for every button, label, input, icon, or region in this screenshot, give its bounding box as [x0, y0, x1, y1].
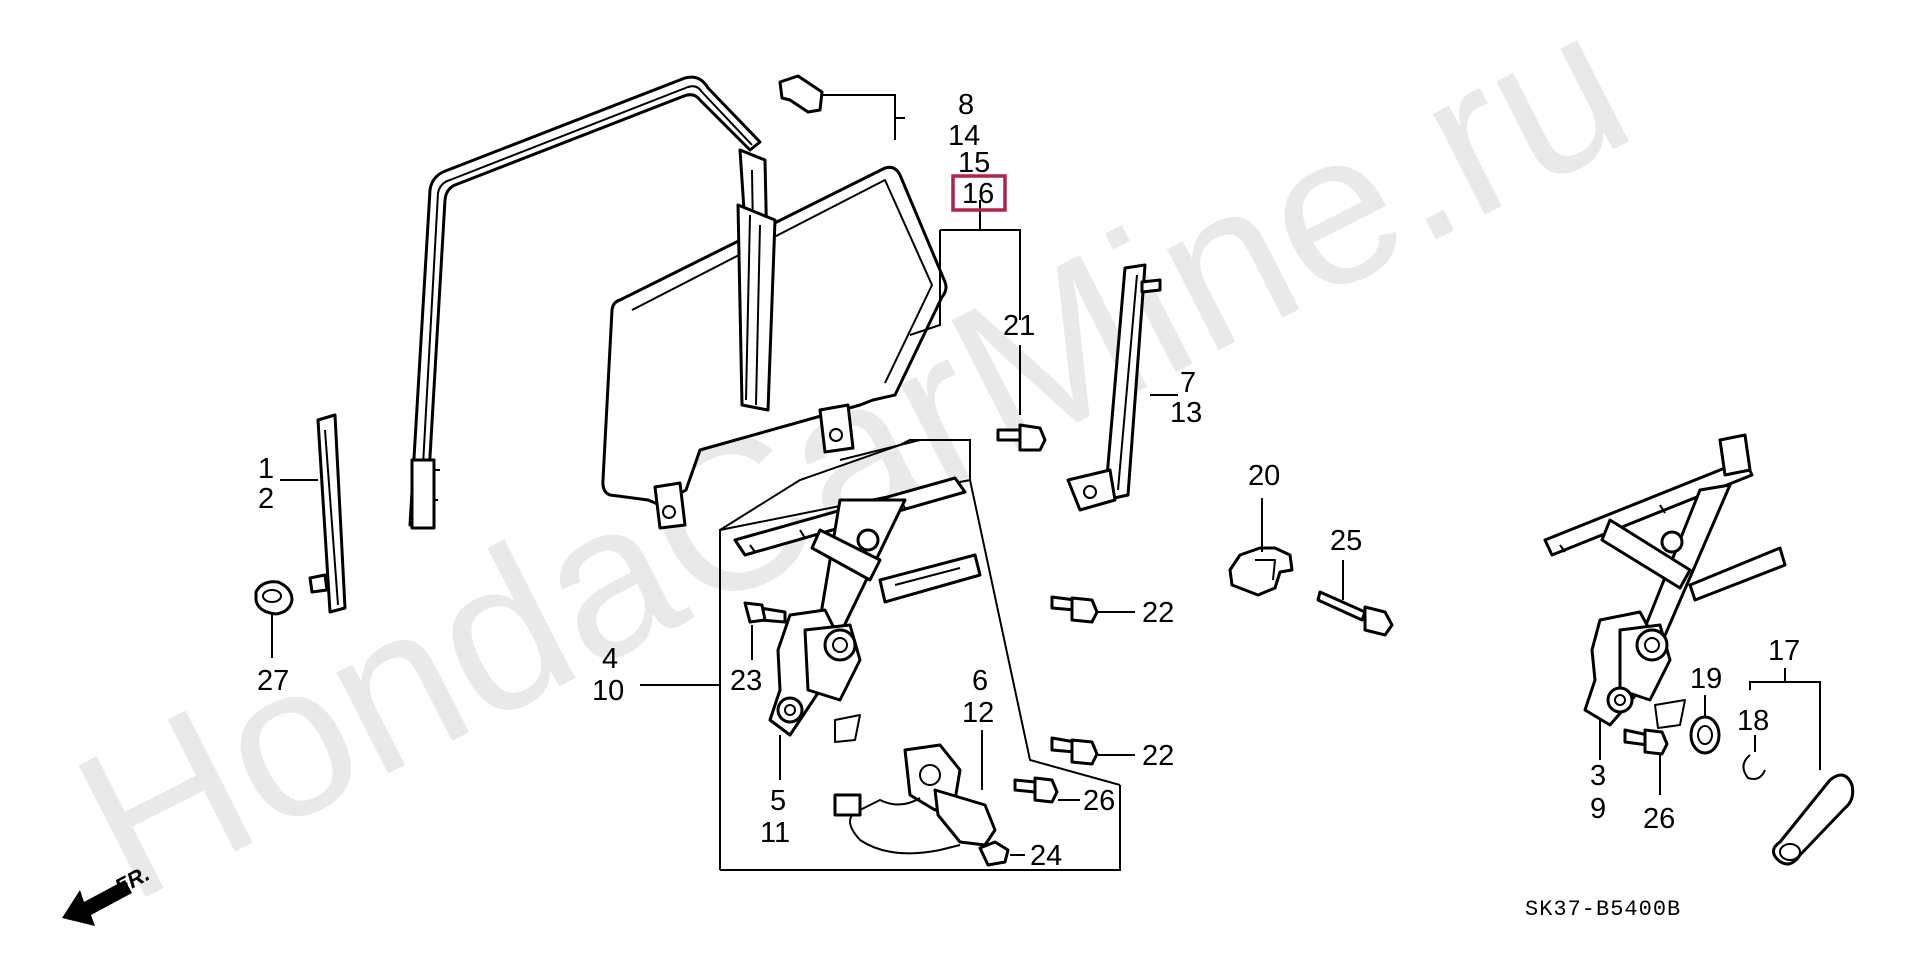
callout-18: 18: [1737, 705, 1769, 737]
callout-20: 20: [1248, 460, 1280, 492]
callout-27: 27: [257, 665, 289, 697]
callout-9: 9: [1590, 793, 1606, 825]
rear-channel: [1066, 263, 1162, 512]
callout-12: 12: [962, 697, 994, 729]
callout-11: 11: [760, 817, 790, 849]
bolt-23: [743, 601, 787, 624]
callout-16[interactable]: 16: [962, 178, 994, 210]
callout-4: 4: [602, 643, 618, 675]
window-handle-17: [1772, 773, 1855, 866]
bolt-21: [996, 423, 1047, 452]
callout-14: 14: [948, 120, 980, 152]
front-direction-arrow-icon: [62, 880, 132, 926]
bolt-22-lower: [1050, 736, 1099, 766]
bolt-25: [1316, 590, 1394, 637]
callout-3: 3: [1590, 760, 1606, 792]
regulator-group-lines: [719, 439, 1121, 871]
callout-22-upper: 22: [1142, 597, 1174, 629]
diagram-code: SK37-B5400B: [1525, 897, 1681, 922]
callout-13: 13: [1170, 397, 1202, 429]
callout-7: 7: [1180, 367, 1196, 399]
callout-5: 5: [770, 785, 786, 817]
nut-24: [978, 840, 1010, 867]
clip-20: [1228, 546, 1294, 597]
callout-1: 1: [258, 453, 274, 485]
glass-bracket-front: [818, 403, 855, 454]
highlight-box-16: [951, 174, 1007, 212]
callout-2: 2: [258, 483, 274, 515]
bolt-22-upper: [1050, 595, 1099, 624]
callout-23: 23: [730, 665, 762, 697]
callout-17: 17: [1768, 635, 1800, 667]
front-channel: [308, 413, 347, 614]
washer-19: [1689, 715, 1721, 755]
callout-8: 8: [958, 89, 974, 121]
glass-bracket-rear: [653, 481, 687, 530]
window-motor: [833, 743, 997, 855]
callout-6: 6: [972, 665, 988, 697]
bolt-26-right: [1623, 728, 1669, 756]
clip-18: [1742, 754, 1766, 780]
callout-26-middle: 26: [1083, 785, 1115, 817]
window-regulator-manual: [1543, 433, 1787, 729]
callout-10: 10: [592, 675, 624, 707]
callout-15: 15: [958, 147, 990, 179]
callout-21: 21: [1003, 310, 1035, 342]
callout-24: 24: [1030, 840, 1062, 872]
clip-part-8: [778, 74, 824, 114]
glass-run-channel: [736, 203, 777, 412]
window-regulator-power: [733, 476, 982, 743]
callout-25: 25: [1330, 525, 1362, 557]
bolt-26-middle: [1013, 776, 1059, 804]
callout-19: 19: [1690, 663, 1722, 695]
grommet-27: [254, 580, 294, 616]
callout-22-lower: 22: [1142, 740, 1174, 772]
callout-26-right: 26: [1643, 803, 1675, 835]
